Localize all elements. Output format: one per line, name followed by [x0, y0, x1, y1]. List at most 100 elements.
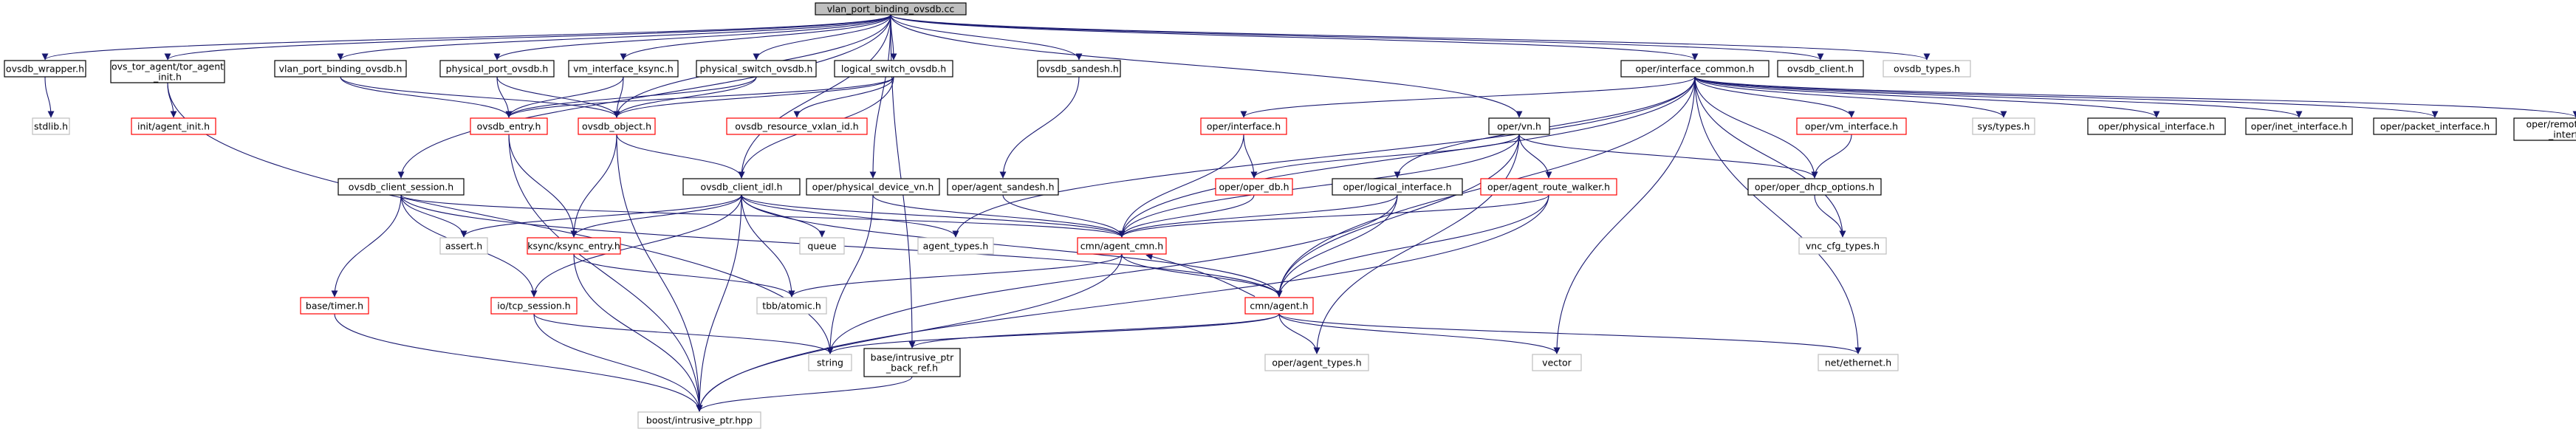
- node-oper-vm-interface[interactable]: oper/vm_interface.h: [1796, 117, 1907, 135]
- node-oper-db[interactable]: oper/oper_db.h: [1215, 178, 1293, 196]
- node-interface-common[interactable]: oper/interface_common.h: [1620, 60, 1770, 78]
- node-box: [1244, 297, 1314, 315]
- node-box: [439, 60, 555, 78]
- edge-agent_route_walker-to-cmn_agent: [1275, 194, 1549, 298]
- node-vm-interface-ksync[interactable]: vm_interface_ksync.h: [568, 60, 679, 78]
- node-box: [32, 117, 70, 135]
- node-box: [834, 60, 953, 78]
- node-box: [2087, 117, 2226, 135]
- edge-interface_common-to-oper_vm_interface: [1694, 76, 1855, 118]
- edge-physical_switch-to-ovsdb_object: [613, 76, 757, 118]
- node-ovsdb-object[interactable]: ovsdb_object.h: [578, 117, 656, 135]
- node-sys-types: sys/types.h: [1972, 117, 2035, 135]
- node-box: [2513, 117, 2576, 141]
- node-ovsdb-client-session[interactable]: ovsdb_client_session.h: [338, 178, 465, 196]
- node-box: [815, 2, 967, 16]
- node-ovsdb-client-idl[interactable]: ovsdb_client_idl.h: [682, 178, 801, 196]
- node-box: [110, 60, 225, 83]
- edge-ovsdb_client_idl-to-agent_cmn: [741, 194, 1126, 238]
- node-oper-vn[interactable]: oper/vn.h: [1488, 117, 1550, 135]
- node-label: ovsdb_entry.h: [477, 121, 541, 132]
- node-ksync-entry[interactable]: ksync/ksync_entry.h: [527, 237, 621, 255]
- edge-ovsdb_object-to-ovsdb_client_idl: [616, 134, 745, 179]
- node-box: [696, 60, 817, 78]
- node-box: [1972, 117, 2035, 135]
- node-physical-interface[interactable]: oper/physical_interface.h: [2087, 117, 2226, 135]
- node-ovsdb-sandesh[interactable]: ovsdb_sandesh.h: [1037, 60, 1121, 78]
- node-physical-port[interactable]: physical_port_ovsdb.h: [439, 60, 555, 78]
- node-oper-dhcp[interactable]: oper/oper_dhcp_options.h: [1747, 178, 1882, 196]
- node-agent-sandesh[interactable]: oper/agent_sandesh.h: [947, 178, 1059, 196]
- node-label: oper/agent_sandesh.h: [951, 182, 1054, 193]
- edge-oper_interface-to-oper_db: [1243, 134, 1258, 179]
- node-logical-interface[interactable]: oper/logical_interface.h: [1332, 178, 1463, 196]
- edge-cmn_agent-to-agent_cmn: [1145, 253, 1256, 297]
- node-label: assert.h: [445, 241, 482, 252]
- node-box: [490, 297, 578, 315]
- node-oper-interface[interactable]: oper/interface.h: [1200, 117, 1287, 135]
- node-remote-physical[interactable]: oper/remote_physical_interface.h: [2513, 117, 2576, 141]
- node-ovsdb-client-h[interactable]: ovsdb_client.h: [1777, 60, 1864, 78]
- node-intrusive-ptr: boost/intrusive_ptr.hpp: [637, 411, 761, 429]
- node-box: [1488, 117, 1550, 135]
- node-label: ovsdb_object.h: [582, 121, 651, 132]
- node-assert: assert.h: [439, 237, 488, 255]
- edge-interface_common-to-inet_interface: [1694, 76, 2303, 118]
- edge-agent_cmn-to-intrusive_ptr: [696, 253, 1123, 412]
- edge-ovsdb_entry-to-ksync_entry: [508, 134, 578, 238]
- node-physical-switch[interactable]: physical_switch_ovsdb.h: [696, 60, 817, 78]
- node-base-timer[interactable]: base/timer.h: [300, 297, 369, 315]
- node-queue: queue: [799, 237, 845, 255]
- node-tcp-session[interactable]: io/tcp_session.h: [490, 297, 578, 315]
- edge-logical_interface-to-cmn_agent: [1275, 194, 1398, 298]
- node-agent-cmn[interactable]: cmn/agent_cmn.h: [1077, 237, 1167, 255]
- node-box: [470, 117, 548, 135]
- node-box: [1777, 60, 1864, 78]
- node-label: _back_ref.h: [886, 363, 938, 374]
- node-cmn-agent[interactable]: cmn/agent.h: [1244, 297, 1314, 315]
- node-box: [2245, 117, 2353, 135]
- node-label: vm_interface_ksync.h: [573, 64, 674, 75]
- node-vlan-port-binding-h[interactable]: vlan_port_binding_ovsdb.h: [274, 60, 407, 78]
- edge-agent_sandesh-to-agent_cmn: [1002, 194, 1126, 238]
- edge-oper_vn-to-oper_dhcp: [1518, 134, 1818, 179]
- node-ovsdb-entry[interactable]: ovsdb_entry.h: [470, 117, 548, 135]
- node-label: oper/agent_route_walker.h: [1487, 182, 1610, 193]
- node-label: oper/inet_interface.h: [2251, 121, 2348, 132]
- node-agent-init[interactable]: init/agent_init.h: [131, 117, 216, 135]
- edge-oper_db-to-agent_cmn: [1118, 194, 1255, 238]
- edge-ovsdb_client_idl-to-tbb_atomic: [741, 194, 795, 298]
- node-intrusive-ptr-back-ref[interactable]: base/intrusive_ptr_back_ref.h: [863, 348, 961, 377]
- node-label: ovsdb_types.h: [1894, 64, 1960, 75]
- edge-ovsdb_entry-to-intrusive_ptr: [508, 134, 703, 412]
- edge-interface_common-to-vector: [1553, 76, 1696, 354]
- node-label: ovsdb_resource_vxlan_id.h: [735, 121, 858, 132]
- node-tor-agent-init[interactable]: ovs_tor_agent/tor_agent_init.h: [110, 60, 225, 83]
- node-agent-route-walker[interactable]: oper/agent_route_walker.h: [1480, 178, 1617, 196]
- node-label: physical_port_ovsdb.h: [446, 64, 549, 75]
- node-physical-device-vn[interactable]: oper/physical_device_vn.h: [806, 178, 940, 196]
- node-label: sys/types.h: [1978, 121, 2030, 132]
- node-label: ksync/ksync_entry.h: [527, 241, 620, 252]
- edge-ovsdb_client_idl-to-assert: [460, 194, 742, 238]
- node-box: [1332, 178, 1463, 196]
- node-box: [1264, 354, 1369, 371]
- node-box: [1818, 354, 1899, 371]
- node-root[interactable]: vlan_port_binding_ovsdb.cc: [815, 2, 967, 16]
- node-logical-switch[interactable]: logical_switch_ovsdb.h: [834, 60, 953, 78]
- edge-agent_cmn-to-cmn_agent: [1121, 253, 1283, 298]
- node-resource-vxlan[interactable]: ovsdb_resource_vxlan_id.h: [726, 117, 868, 135]
- edge-ovsdb_client_idl-to-agent_types: [741, 194, 959, 238]
- node-packet-interface[interactable]: oper/packet_interface.h: [2373, 117, 2497, 135]
- node-inet-interface[interactable]: oper/inet_interface.h: [2245, 117, 2353, 135]
- edge-ovsdb_client_idl-to-intrusive_ptr: [696, 194, 742, 412]
- node-box: [726, 117, 868, 135]
- edge-root-to-tor_agent_init: [164, 14, 891, 61]
- edge-vlan_port_binding_h-to-ovsdb_entry: [340, 76, 513, 118]
- node-box: [808, 354, 852, 371]
- edge-oper_vn-to-agent_route_walker: [1518, 134, 1552, 179]
- node-ovsdb-wrapper[interactable]: ovsdb_wrapper.h: [4, 60, 86, 78]
- edge-logical_switch-to-resource_vxlan: [793, 76, 894, 118]
- edge-interface_common-to-agent_cmn: [1118, 76, 1696, 238]
- node-label: oper/interface.h: [1207, 121, 1281, 132]
